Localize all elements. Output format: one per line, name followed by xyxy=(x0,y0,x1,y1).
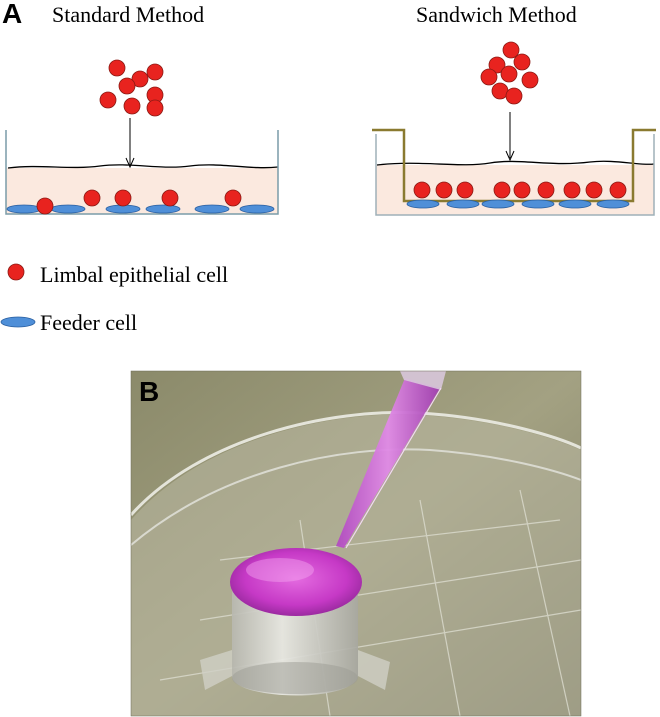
pipette-body xyxy=(400,371,446,390)
feeder-cell xyxy=(406,199,440,209)
limbal-cell xyxy=(435,181,453,199)
limbal-cell xyxy=(488,56,506,74)
sandwich-medium-surface xyxy=(376,160,655,166)
feeder-cell xyxy=(558,199,592,209)
standard-arrow-head xyxy=(125,157,135,169)
culture-well-bottom xyxy=(232,662,358,694)
panel-a-letter: A xyxy=(2,0,23,29)
photo-border xyxy=(130,370,582,717)
limbal-cell xyxy=(609,181,627,199)
limbal-cell xyxy=(108,59,126,77)
limbal-cell xyxy=(224,189,242,207)
feeder-cell xyxy=(596,199,630,209)
pipette-edge xyxy=(345,387,442,549)
feeder-cell xyxy=(194,204,230,214)
feeder-cell xyxy=(446,199,480,209)
limbal-cell xyxy=(131,70,149,88)
panel-b-photo xyxy=(129,370,582,717)
sandwich-falling-cells xyxy=(480,41,539,105)
legend-limbal-icon xyxy=(7,263,25,281)
standard-medium-surface xyxy=(7,164,279,169)
limbal-cell xyxy=(456,181,474,199)
sandwich-insert xyxy=(372,128,656,203)
petri-dish-edge xyxy=(129,411,582,517)
limbal-cell xyxy=(146,63,164,81)
pink-medium xyxy=(230,548,362,616)
sandwich-feeder-cells xyxy=(406,199,630,209)
feeder-cell xyxy=(481,199,515,209)
feeder-cell xyxy=(239,204,275,214)
legend-feeder-icon xyxy=(0,316,36,328)
limbal-cell xyxy=(413,181,431,199)
legend-limbal-label: Limbal epithelial cell xyxy=(40,262,229,287)
feeder-cell xyxy=(145,204,181,214)
limbal-cell xyxy=(502,41,520,59)
feeder-cell xyxy=(6,204,42,214)
limbal-cell xyxy=(493,181,511,199)
limbal-cell xyxy=(146,99,164,117)
sandwich-dish-walls xyxy=(375,134,655,216)
legend-feeder-label: Feeder cell xyxy=(40,310,138,335)
limbal-cell xyxy=(491,82,509,100)
standard-dish-walls xyxy=(5,130,279,215)
sandwich-arrow-head xyxy=(505,150,515,162)
pipette-tip xyxy=(336,378,440,548)
standard-settled-cells xyxy=(36,189,242,215)
standard-falling-cells xyxy=(99,59,164,117)
sandwich-settled-cells xyxy=(413,181,627,199)
limbal-cell xyxy=(505,87,523,105)
limbal-cell xyxy=(563,181,581,199)
standard-method-diagram xyxy=(5,59,279,215)
limbal-cell xyxy=(114,189,132,207)
sandwich-method-title: Sandwich Method xyxy=(416,2,577,27)
limbal-cell xyxy=(36,197,54,215)
panel-b-letter: B xyxy=(139,376,160,407)
pink-medium-highlight xyxy=(246,558,314,582)
limbal-cell xyxy=(537,181,555,199)
sandwich-method-diagram xyxy=(372,41,656,216)
limbal-cell xyxy=(521,71,539,89)
standard-feeder-cells xyxy=(6,204,275,214)
standard-method-title: Standard Method xyxy=(52,2,205,27)
feeder-cell xyxy=(521,199,555,209)
limbal-cell xyxy=(83,189,101,207)
limbal-cell xyxy=(123,97,141,115)
limbal-cell xyxy=(161,189,179,207)
limbal-cell xyxy=(500,65,518,83)
limbal-cell xyxy=(99,91,117,109)
limbal-cell xyxy=(118,77,136,95)
feeder-cell xyxy=(50,204,86,214)
limbal-cell xyxy=(585,181,603,199)
limbal-cell xyxy=(480,68,498,86)
limbal-cell xyxy=(513,53,531,71)
limbal-cell xyxy=(513,181,531,199)
